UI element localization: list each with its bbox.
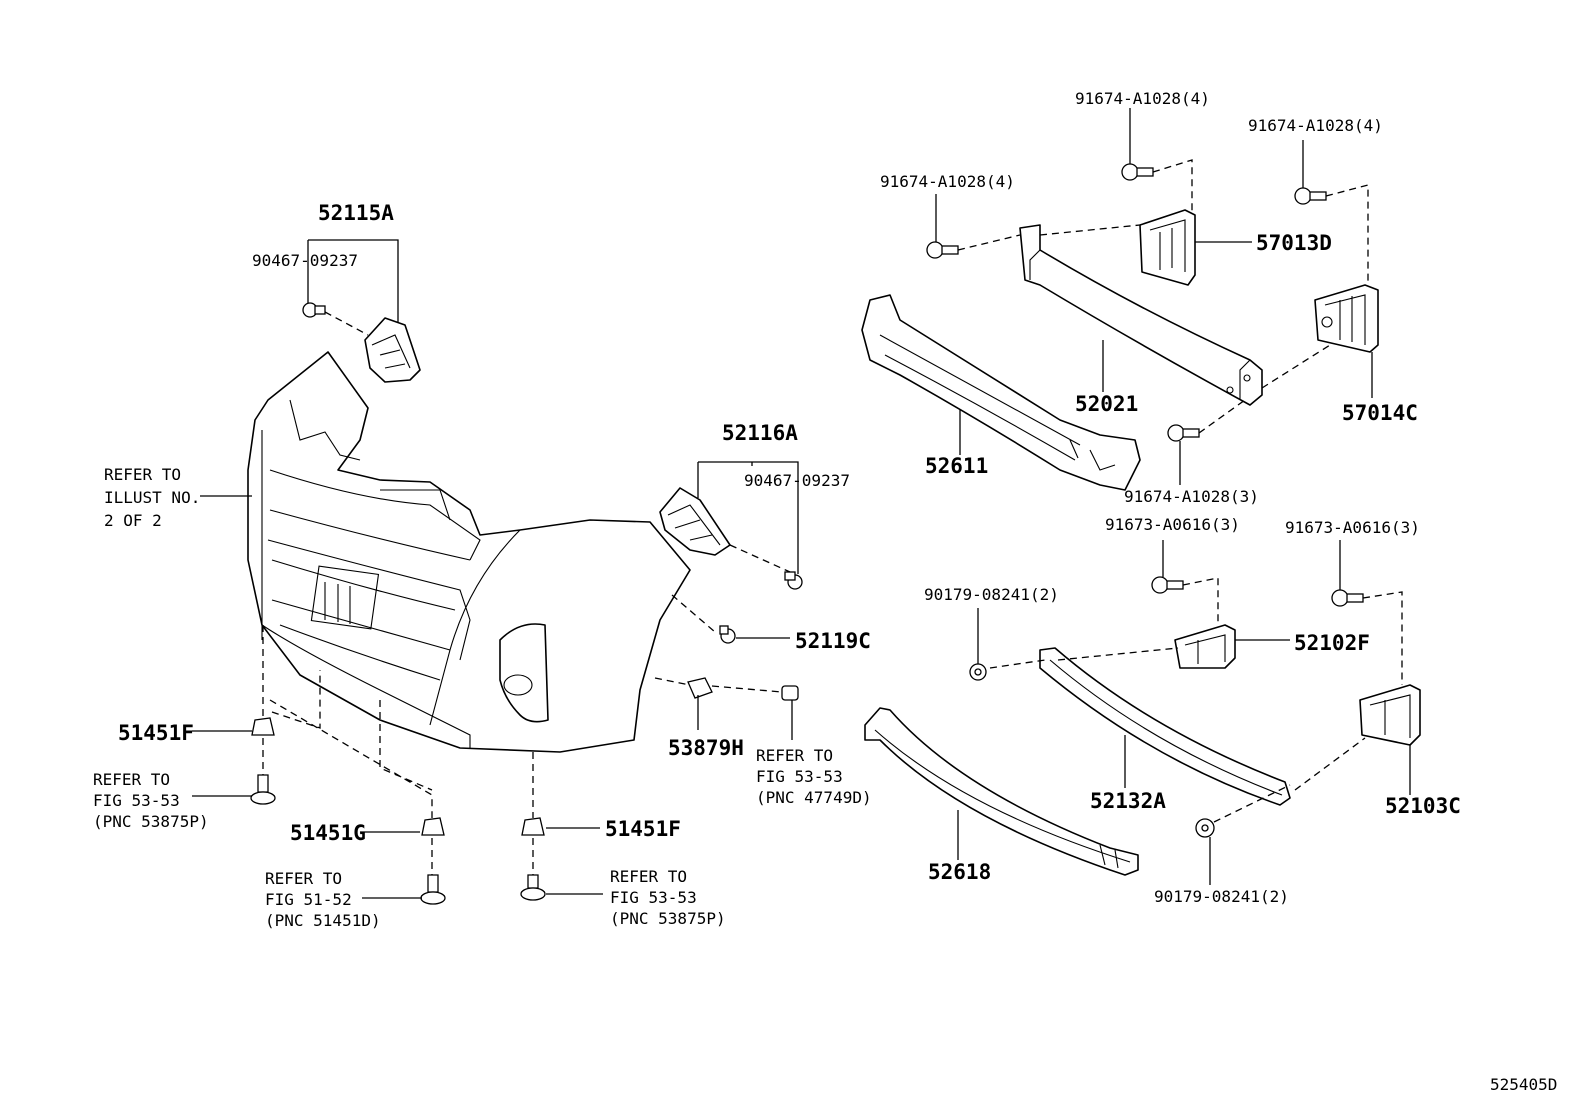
- ref-fig53-mid-line1: REFER TO: [756, 746, 833, 765]
- reinforcement-52132A: [1039, 647, 1291, 806]
- ref-fig53-left-line1: REFER TO: [93, 770, 170, 789]
- label-90179-a: 90179-08241(2): [924, 585, 1059, 604]
- bumper-cover: [247, 351, 691, 753]
- label-90179-b: 90179-08241(2): [1154, 887, 1289, 906]
- label-91674-b: 91674-A1028(4): [1075, 89, 1210, 108]
- label-91673-b: 91673-A0616(3): [1285, 518, 1420, 537]
- label-91674-a: 91674-A1028(4): [880, 172, 1015, 191]
- fastener-labels: 90467-09237 90467-09237 91674-A1028(4) 9…: [252, 89, 1420, 906]
- ref-illust-line1: REFER TO: [104, 465, 181, 484]
- ref-fig53-right-line1: REFER TO: [610, 867, 687, 886]
- ref-fig51-line2: FIG 51-52: [265, 890, 352, 909]
- absorber-52611: [861, 294, 1141, 491]
- reinforcement-52021: [1019, 224, 1263, 406]
- label-90467-left: 90467-09237: [252, 251, 358, 270]
- bracket-57014C: [1314, 284, 1379, 353]
- fasteners: [250, 163, 1364, 905]
- ref-fig53-right-line3: (PNC 53875P): [610, 909, 726, 928]
- label-52116A: 52116A: [722, 421, 798, 445]
- ref-fig53-left-line3: (PNC 53875P): [93, 812, 209, 831]
- ref-illust-line2: ILLUST NO.: [104, 488, 200, 507]
- ref-fig53-mid-line3: (PNC 47749D): [756, 788, 872, 807]
- ref-fig51-line3: (PNC 51451D): [265, 911, 381, 930]
- label-52132A: 52132A: [1090, 789, 1166, 813]
- label-57013D: 57013D: [1256, 231, 1332, 255]
- label-91674-c: 91674-A1028(4): [1248, 116, 1383, 135]
- label-51451F-right: 51451F: [605, 817, 681, 841]
- leader-lines: [192, 108, 1411, 899]
- ref-illust-line3: 2 OF 2: [104, 511, 162, 530]
- label-51451F-left: 51451F: [118, 721, 194, 745]
- bracket-52103C: [1359, 684, 1421, 746]
- label-52618: 52618: [928, 860, 991, 884]
- label-57014C: 57014C: [1342, 401, 1418, 425]
- reference-notes: REFER TO ILLUST NO. 2 OF 2 REFER TO FIG …: [93, 465, 872, 930]
- label-52611: 52611: [925, 454, 988, 478]
- label-51451G: 51451G: [290, 821, 366, 845]
- label-91674-d: 91674-A1028(3): [1124, 487, 1259, 506]
- part-labels: 52115A 52116A 52119C 53879H 51451F 51451…: [118, 201, 1461, 884]
- label-52119C: 52119C: [795, 629, 871, 653]
- alignment-lines: [262, 159, 1403, 875]
- absorber-52618: [864, 707, 1139, 876]
- label-52021: 52021: [1075, 392, 1138, 416]
- label-52115A: 52115A: [318, 201, 394, 225]
- bracket-57013D: [1139, 209, 1196, 286]
- bracket-52115A: [364, 317, 421, 383]
- label-90467-right: 90467-09237: [744, 471, 850, 490]
- ref-fig53-mid-line2: FIG 53-53: [756, 767, 843, 786]
- label-53879H: 53879H: [668, 736, 744, 760]
- ref-fig53-right-line2: FIG 53-53: [610, 888, 697, 907]
- label-52103C: 52103C: [1385, 794, 1461, 818]
- bracket-52116A: [659, 487, 731, 556]
- ref-fig51-line1: REFER TO: [265, 869, 342, 888]
- diagram-id: 525405D: [1490, 1075, 1557, 1094]
- ref-fig53-left-line2: FIG 53-53: [93, 791, 180, 810]
- bracket-52102F: [1174, 624, 1236, 669]
- label-91673-a: 91673-A0616(3): [1105, 515, 1240, 534]
- label-52102F: 52102F: [1294, 631, 1370, 655]
